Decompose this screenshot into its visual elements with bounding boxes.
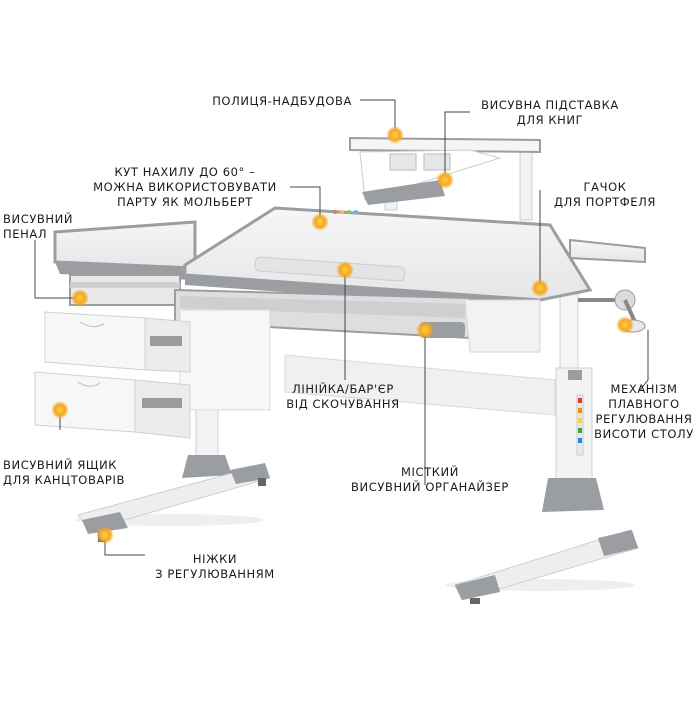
crank-handle bbox=[578, 289, 646, 333]
callout-drawer: ВИСУВНИЙ ЯЩИК ДЛЯ КАНЦТОВАРІВ bbox=[3, 458, 125, 487]
marker-shelf bbox=[386, 126, 404, 144]
callout-organizer: МІСТКИЙ ВИСУВНИЙ ОРГАНАЙЗЕР bbox=[351, 465, 509, 494]
marker-dots bbox=[51, 126, 634, 544]
callout-bag-hook: ГАЧОК ДЛЯ ПОРТФЕЛЯ bbox=[554, 180, 656, 209]
right-leg bbox=[454, 289, 639, 604]
cross-beam bbox=[284, 354, 556, 416]
drawer-unit bbox=[34, 309, 271, 439]
marker-bag-hook bbox=[531, 279, 549, 297]
callout-shelf: ПОЛИЦЯ-НАДБУДОВА bbox=[212, 94, 352, 108]
marker-organizer bbox=[416, 321, 434, 339]
side-table bbox=[569, 238, 646, 264]
callout-pencil-case: ВИСУВНИЙ ПЕНАЛ bbox=[3, 212, 74, 241]
marker-pencil-case bbox=[71, 289, 89, 307]
marker-ruler bbox=[336, 261, 354, 279]
marker-tilt bbox=[311, 213, 329, 231]
callout-legs: НІЖКИ З РЕГУЛЮВАННЯМ bbox=[155, 552, 275, 581]
top-shelf bbox=[349, 136, 541, 221]
callout-ruler: ЛІНІЙКА/БАР'ЄР ВІД СКОЧУВАННЯ bbox=[286, 382, 400, 411]
callout-book-stand: ВИСУВНА ПІДСТАВКА ДЛЯ КНИГ bbox=[481, 98, 619, 127]
marker-book-stand bbox=[436, 171, 454, 189]
marker-height-mechanism bbox=[616, 316, 634, 334]
marker-legs bbox=[96, 526, 114, 544]
leader-lines bbox=[34, 99, 649, 556]
left-leg bbox=[77, 394, 271, 542]
marker-drawer bbox=[51, 401, 69, 419]
callout-tilt: КУТ НАХИЛУ ДО 60° – МОЖНА ВИКОРИСТОВУВАТ… bbox=[93, 165, 277, 209]
callout-height-mechanism: МЕХАНІЗМ ПЛАВНОГО РЕГУЛЮВАННЯ ВИСОТИ СТО… bbox=[594, 382, 694, 441]
